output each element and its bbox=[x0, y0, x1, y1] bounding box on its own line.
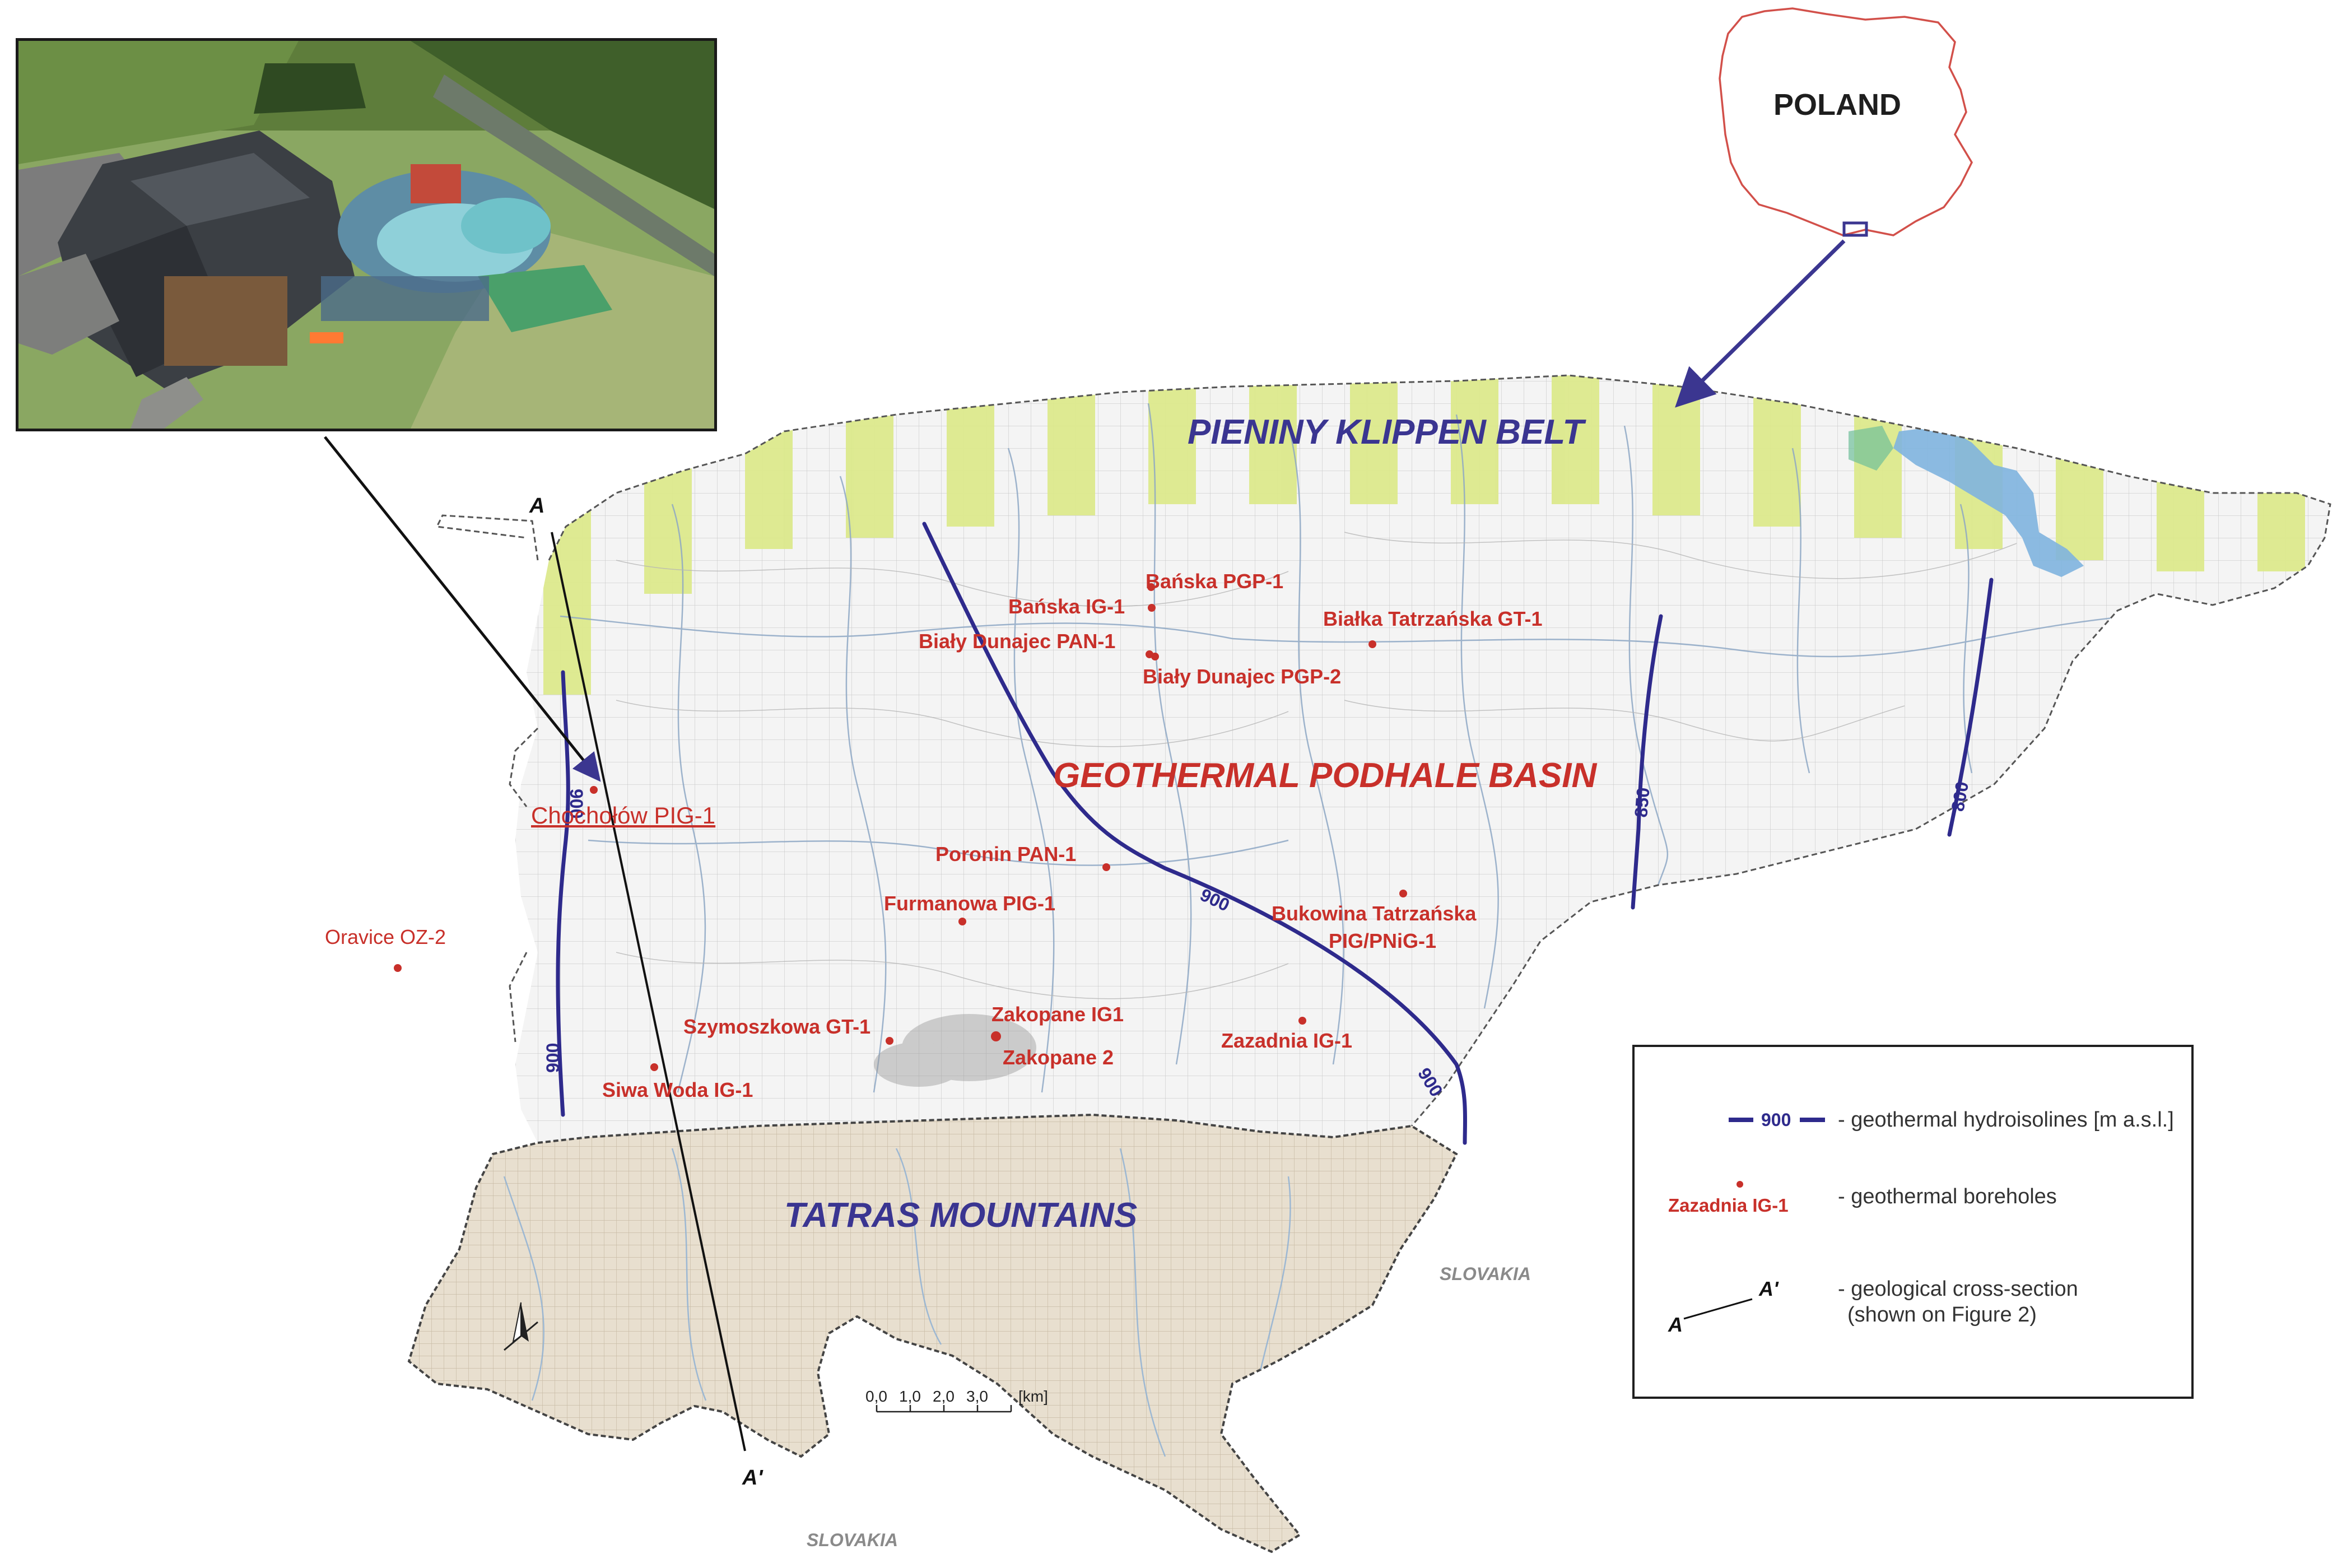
borehole-label: Biały Dunajec PAN-1 bbox=[919, 630, 1115, 653]
borehole-label: PIG/PNiG-1 bbox=[1329, 929, 1436, 952]
borehole-label: Bańska IG-1 bbox=[1008, 595, 1125, 618]
borehole-label: Poronin PAN-1 bbox=[935, 843, 1076, 866]
borehole-label: Zazadnia IG-1 bbox=[1221, 1029, 1352, 1052]
green-patch bbox=[1849, 426, 1893, 471]
isoline-label-900-west-top: 900 bbox=[566, 789, 586, 818]
borehole-dot bbox=[1148, 604, 1156, 612]
poland-outline bbox=[1719, 7, 1973, 236]
scale-bar: 0,0 1,0 2,0 3,0 [km] bbox=[865, 1388, 1048, 1413]
isoline-label-850: 850 bbox=[1631, 787, 1654, 818]
pieniny-klippen-belt-label: PIENINY KLIPPEN BELT bbox=[1188, 413, 1586, 452]
borehole-label: Furmanowa PIG-1 bbox=[884, 892, 1055, 915]
borehole-markers bbox=[394, 583, 1407, 1071]
borehole-labels: Bańska PGP-1 Bańska IG-1 Biały Dunajec P… bbox=[325, 570, 1543, 1101]
tatras-area bbox=[407, 1113, 1458, 1553]
legend-isoline-symbol bbox=[1729, 1118, 1825, 1122]
legend-borehole-sample-label: Zazadnia IG-1 bbox=[1668, 1195, 1789, 1216]
isoline-label-900-west-bottom: 900 bbox=[543, 1043, 563, 1073]
scale-tick-label: 3,0 bbox=[966, 1388, 988, 1405]
borehole-label: Szymoszkowa GT-1 bbox=[683, 1015, 870, 1038]
north-arrow-icon bbox=[504, 1302, 538, 1351]
borehole-dot bbox=[1151, 653, 1159, 660]
legend-section-a: A bbox=[1668, 1313, 1683, 1336]
map-legend: 900 - geothermal hydroisolines [m a.s.l.… bbox=[1632, 1045, 2194, 1399]
legend-borehole-dot bbox=[1737, 1181, 1743, 1188]
borehole-label: Biały Dunajec PGP-2 bbox=[1143, 665, 1341, 688]
borehole-dot bbox=[886, 1037, 893, 1045]
borehole-label: Zakopane IG1 bbox=[991, 1003, 1124, 1026]
cross-section-line: A A' bbox=[529, 494, 764, 1490]
borehole-dot bbox=[1102, 863, 1110, 871]
photo-pointer-line bbox=[324, 436, 601, 782]
slovakia-label-south: SLOVAKIA bbox=[807, 1530, 898, 1550]
borehole-label: Bukowina Tatrzańska bbox=[1272, 902, 1477, 925]
poland-inset: POLAND bbox=[1675, 7, 1973, 408]
borehole-dot bbox=[1368, 640, 1376, 648]
scale-tick-label: 0,0 bbox=[865, 1388, 887, 1405]
borehole-label: Zakopane 2 bbox=[1003, 1046, 1114, 1069]
aerial-photo-inset bbox=[16, 38, 717, 431]
scale-tick-label: 1,0 bbox=[899, 1388, 921, 1405]
legend-cross-section-line bbox=[1683, 1298, 1753, 1320]
scale-unit-label: [km] bbox=[1018, 1388, 1048, 1405]
isoline-900-central bbox=[922, 522, 1468, 1145]
borehole-dot bbox=[650, 1063, 658, 1071]
legend-cross-section-note: (shown on Figure 2) bbox=[1847, 1303, 2037, 1327]
river-network bbox=[560, 403, 2129, 1093]
borehole-dot bbox=[1298, 1017, 1306, 1025]
cross-section-label-a-prime: A' bbox=[742, 1466, 764, 1490]
borehole-dot bbox=[991, 1031, 1001, 1041]
western-border bbox=[435, 514, 539, 1043]
zakopane-town-area bbox=[874, 1014, 1036, 1087]
borehole-dot bbox=[958, 918, 966, 925]
isoline-850 bbox=[1631, 614, 1663, 910]
borehole-label: Siwa Woda IG-1 bbox=[602, 1078, 753, 1101]
cross-section-label-a: A bbox=[529, 494, 544, 518]
region-labels: PIENINY KLIPPEN BELT GEOTHERMAL PODHALE … bbox=[784, 413, 1597, 1550]
poland-label: POLAND bbox=[1773, 88, 1901, 122]
topographic-lines bbox=[616, 532, 2017, 999]
tatras-mountains-label: TATRAS MOUNTAINS bbox=[784, 1196, 1137, 1235]
legend-cross-section-text: - geological cross-section bbox=[1838, 1277, 2078, 1301]
legend-borehole-text: - geothermal boreholes bbox=[1838, 1185, 2057, 1208]
legend-isoline-text: - geothermal hydroisolines [m a.s.l.] bbox=[1838, 1108, 2174, 1132]
isoline-800 bbox=[1947, 578, 1994, 837]
legend-section-a-prime: A' bbox=[1759, 1277, 1779, 1300]
scale-tick-label: 2,0 bbox=[933, 1388, 955, 1405]
borehole-dot bbox=[394, 964, 402, 972]
legend-isoline-sample-label: 900 bbox=[1761, 1110, 1791, 1130]
borehole-label: Oravice OZ-2 bbox=[325, 925, 446, 948]
borehole-label: Bańska PGP-1 bbox=[1146, 570, 1283, 593]
slovakia-label-east: SLOVAKIA bbox=[1440, 1264, 1531, 1284]
borehole-dot bbox=[1399, 890, 1407, 897]
locator-arrow bbox=[1675, 239, 1846, 408]
borehole-dot bbox=[1147, 583, 1155, 591]
lake-shape bbox=[1893, 426, 2084, 577]
borehole-label: Chochołów PIG-1 bbox=[531, 802, 715, 829]
borehole-label: Białka Tatrzańska GT-1 bbox=[1323, 607, 1543, 630]
borehole-dot bbox=[590, 786, 598, 794]
podhale-basin-label: GEOTHERMAL PODHALE BASIN bbox=[1053, 756, 1597, 795]
study-area-box bbox=[1842, 221, 1868, 237]
